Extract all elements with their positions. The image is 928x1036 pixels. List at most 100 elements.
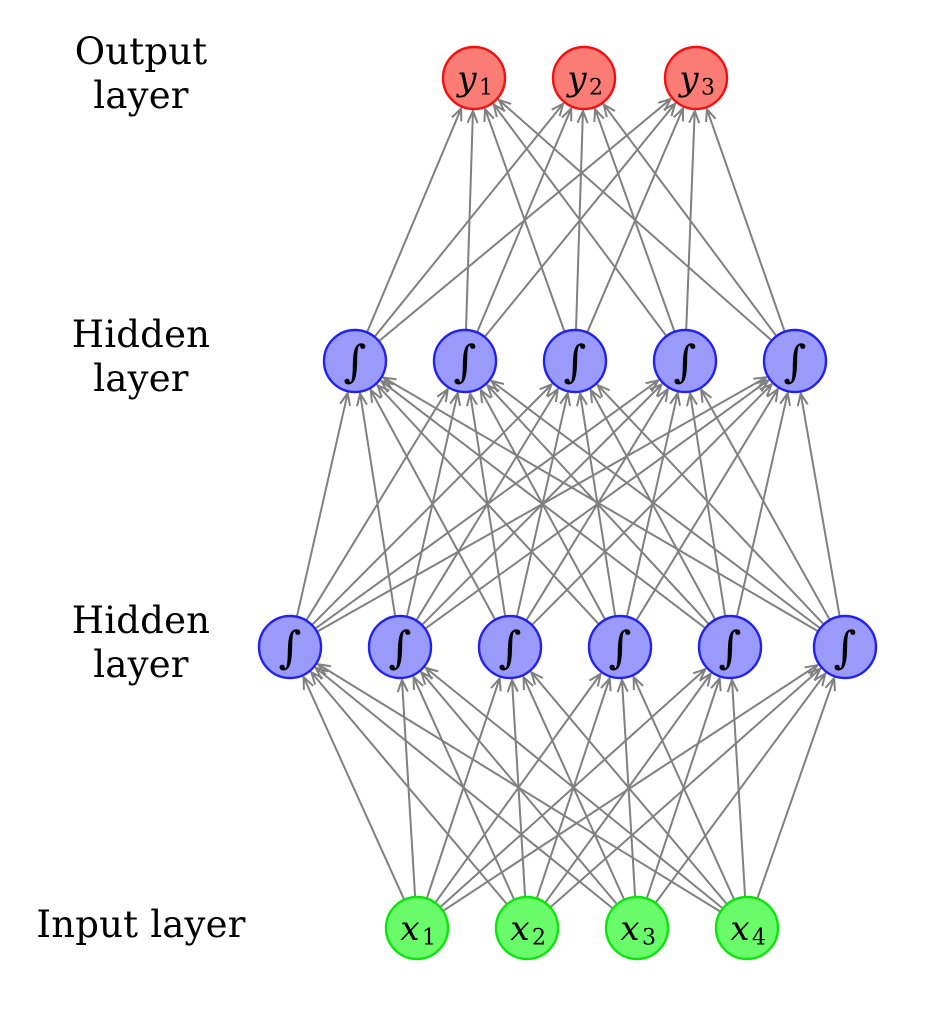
edge bbox=[490, 380, 821, 629]
edge-arrowhead bbox=[561, 106, 573, 122]
node-hidden2-3[interactable]: ∫ bbox=[542, 328, 608, 394]
node-circle[interactable] bbox=[322, 328, 388, 394]
node-label: x bbox=[730, 909, 749, 949]
node-hidden1-2[interactable]: ∫ bbox=[367, 614, 433, 680]
edge-arrowhead bbox=[489, 379, 505, 393]
edge-arrowhead bbox=[595, 383, 610, 398]
edge bbox=[736, 392, 789, 617]
edge bbox=[315, 666, 613, 909]
node-hidden2-1[interactable]: ∫ bbox=[322, 328, 388, 394]
edge-arrowhead bbox=[483, 106, 495, 123]
edge-arrowhead bbox=[779, 390, 791, 407]
edge-arrowhead bbox=[616, 677, 629, 693]
node-circle[interactable] bbox=[697, 614, 763, 680]
node-label: ∫ bbox=[389, 623, 412, 674]
edge bbox=[425, 666, 723, 909]
node-circle[interactable] bbox=[663, 45, 729, 111]
edge bbox=[369, 389, 496, 620]
node-circle[interactable] bbox=[551, 45, 617, 111]
edge-arrowhead bbox=[313, 666, 329, 680]
edge-arrowhead bbox=[529, 670, 544, 685]
connection-group-hidden2-to-output bbox=[366, 97, 786, 342]
edge-arrowhead bbox=[753, 375, 769, 389]
node-circle[interactable] bbox=[432, 328, 498, 394]
node-circle[interactable] bbox=[384, 895, 450, 961]
node-label: x bbox=[510, 909, 529, 949]
edge-arrowhead bbox=[824, 675, 836, 692]
edge-arrowhead bbox=[710, 675, 722, 692]
edge-arrowhead bbox=[479, 387, 492, 404]
node-hidden1-5[interactable]: ∫ bbox=[697, 614, 763, 680]
node-circle[interactable] bbox=[494, 895, 560, 961]
edge-arrowhead bbox=[546, 386, 560, 403]
edge bbox=[530, 671, 728, 905]
edge bbox=[317, 663, 721, 913]
edge bbox=[302, 676, 405, 900]
node-circle[interactable] bbox=[367, 614, 433, 680]
edge-arrowhead bbox=[705, 106, 717, 123]
edge-arrowhead bbox=[766, 386, 780, 403]
node-circle[interactable] bbox=[762, 328, 828, 394]
edge-arrowhead bbox=[699, 671, 713, 687]
node-label: x bbox=[400, 909, 419, 949]
edge-arrowhead bbox=[593, 106, 605, 123]
node-label: ∫ bbox=[719, 623, 742, 674]
node-circle[interactable] bbox=[812, 614, 878, 680]
node-label: ∫ bbox=[499, 623, 522, 674]
edge-arrowhead bbox=[589, 387, 602, 404]
edge-arrowhead bbox=[423, 666, 439, 680]
node-hidden2-2[interactable]: ∫ bbox=[432, 328, 498, 394]
edge-arrowhead bbox=[600, 675, 612, 692]
edge-arrowhead bbox=[726, 677, 739, 693]
node-circle[interactable] bbox=[257, 614, 323, 680]
edge-arrowhead bbox=[692, 667, 708, 682]
node-hidden1-3[interactable]: ∫ bbox=[477, 614, 543, 680]
node-label: ∫ bbox=[834, 623, 857, 674]
edge bbox=[465, 110, 474, 330]
edges-group bbox=[296, 97, 841, 913]
layer-hidden2-nodes: ∫ ∫ ∫ ∫ ∫ bbox=[322, 328, 828, 394]
edge-arrowhead bbox=[369, 387, 382, 404]
node-label: ∫ bbox=[454, 337, 477, 388]
edge-arrowhead bbox=[699, 387, 712, 403]
edge-arrowhead bbox=[656, 386, 670, 403]
node-label: ∫ bbox=[609, 623, 632, 674]
node-label-subscript: 3 bbox=[642, 926, 656, 951]
node-circle[interactable] bbox=[587, 614, 653, 680]
node-circle[interactable] bbox=[477, 614, 543, 680]
node-hidden1-6[interactable]: ∫ bbox=[812, 614, 878, 680]
edge-arrowhead bbox=[451, 106, 463, 122]
edge bbox=[310, 671, 508, 905]
edge-arrowhead bbox=[449, 390, 461, 407]
edge-arrowhead bbox=[686, 391, 698, 407]
edge bbox=[730, 679, 747, 897]
node-hidden2-4[interactable]: ∫ bbox=[652, 328, 718, 394]
node-hidden1-1[interactable]: ∫ bbox=[257, 614, 323, 680]
node-hidden1-4[interactable]: ∫ bbox=[587, 614, 653, 680]
node-circle[interactable] bbox=[542, 328, 608, 394]
node-circle[interactable] bbox=[604, 895, 670, 961]
edge-arrowhead bbox=[506, 677, 519, 693]
node-label-subscript: 2 bbox=[589, 76, 603, 101]
node-circle[interactable] bbox=[652, 328, 718, 394]
node-label: ∫ bbox=[674, 337, 697, 388]
node-hidden2-5[interactable]: ∫ bbox=[762, 328, 828, 394]
edge-arrowhead bbox=[807, 667, 823, 682]
edge-arrowhead bbox=[669, 390, 681, 407]
edge bbox=[705, 108, 786, 332]
edge bbox=[632, 676, 735, 900]
node-label-subscript: 3 bbox=[701, 76, 715, 101]
layer-label-hidden2: Hidden layer bbox=[71, 313, 211, 400]
node-label: x bbox=[620, 909, 639, 949]
edge-arrowhead bbox=[492, 102, 506, 118]
node-circle[interactable] bbox=[714, 895, 780, 961]
node-circle[interactable] bbox=[441, 45, 507, 111]
edge bbox=[799, 393, 841, 616]
